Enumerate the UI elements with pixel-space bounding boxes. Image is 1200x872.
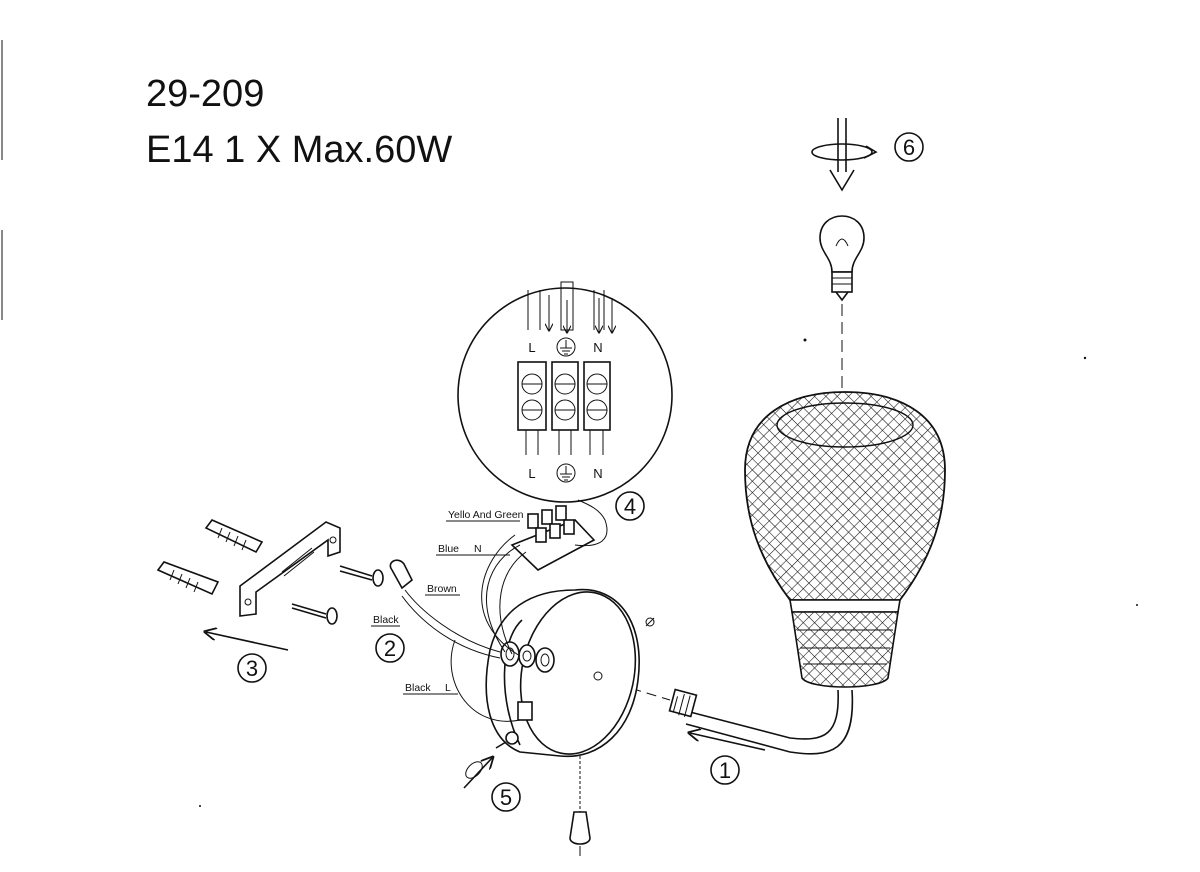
bulb-spec: E14 1 X Max.60W: [146, 129, 452, 171]
terminal-detail-callout: [457, 281, 673, 547]
step-5-badge: [491, 782, 521, 812]
wall-plug-lower: [156, 561, 220, 596]
mounting-bracket: [239, 521, 341, 617]
black-wire-l-label: L: [445, 682, 451, 694]
wall-plug-upper: [204, 519, 264, 554]
black-wire-label-upper: Black: [373, 614, 399, 626]
screw-upper: [339, 565, 384, 587]
step-1-label: 1: [719, 758, 731, 783]
step-2-badge: [375, 633, 405, 663]
wire-connector: [389, 559, 414, 590]
terminal-bottom-n: N: [593, 466, 602, 481]
screw-lower: [291, 603, 338, 625]
connection-wires: [401, 534, 533, 722]
step-4-badge: [615, 491, 645, 521]
black-wire-label-lower: Black: [405, 682, 431, 694]
step-3-arrow: [206, 632, 289, 651]
step-2-label: 2: [384, 636, 396, 661]
step-5-label: 5: [500, 785, 512, 810]
mesh-globe-shade: [744, 391, 946, 688]
fixing-screw: [495, 731, 519, 749]
step-3-badge: [237, 653, 267, 683]
step-4-label: 4: [624, 494, 636, 519]
step-1-badge: [710, 755, 740, 785]
terminal-top-l: L: [528, 340, 535, 355]
rotate-arrow-icon-step5: [463, 758, 492, 789]
step-1-arrow: [690, 733, 766, 751]
blue-n-label: N: [474, 543, 482, 555]
model-number: 29-209: [146, 73, 264, 115]
step-6-label: 6: [903, 135, 915, 160]
cable-gland-parts: [500, 641, 555, 673]
terminal-block: [510, 505, 596, 571]
step-6-badge: [894, 132, 924, 162]
light-bulb-icon: [819, 215, 865, 302]
blue-wire-label: Blue: [438, 543, 459, 555]
step-3-label: 3: [246, 656, 258, 681]
earth-ground-icon: [556, 337, 576, 357]
brown-wire-label: Brown: [427, 583, 457, 595]
terminal-top-n: N: [593, 340, 602, 355]
scan-specks: [199, 338, 1138, 807]
lamp-arm: [668, 688, 854, 755]
earth-ground-icon-bottom: [556, 463, 576, 483]
rotate-arrow-icon: [811, 118, 878, 192]
terminal-bottom-l: L: [528, 466, 535, 481]
pull-chain: [569, 756, 591, 856]
earth-wire-label: Yello And Green: [448, 509, 524, 521]
